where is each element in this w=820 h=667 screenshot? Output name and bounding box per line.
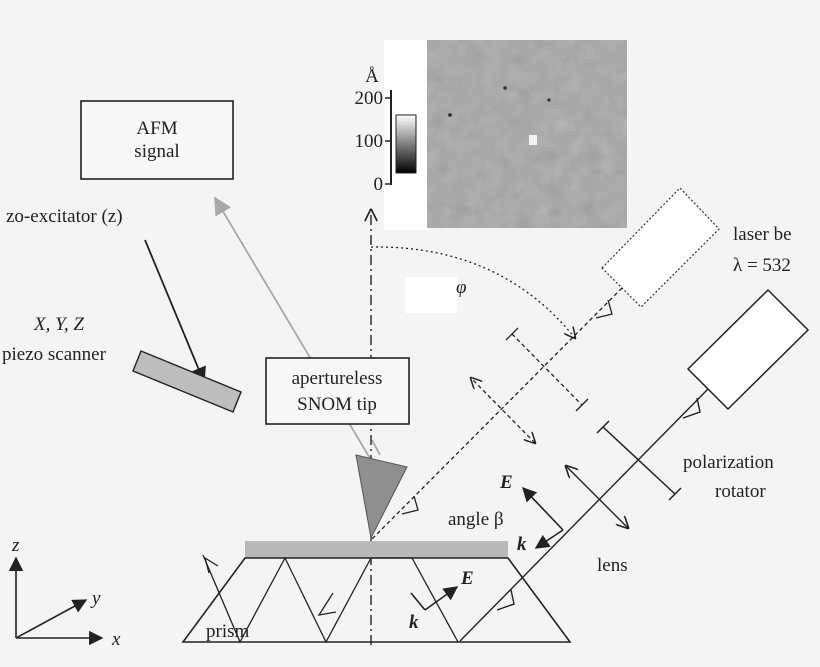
piezo-scanner-block bbox=[132, 350, 242, 413]
polarization-rotator bbox=[596, 420, 682, 501]
polarization-double-arrow bbox=[566, 466, 628, 528]
excitator-label: zo-excitator (z) bbox=[6, 206, 123, 227]
scale-unit: Å bbox=[365, 66, 379, 87]
tir-beam-path bbox=[202, 554, 459, 644]
laser-box bbox=[686, 288, 810, 411]
k-label-outer: k bbox=[517, 534, 527, 555]
tir-arrowhead bbox=[317, 592, 337, 616]
scale-tick-0: 0 bbox=[374, 174, 384, 195]
E-label-inner: E bbox=[460, 568, 474, 589]
angle-beta-label: angle β bbox=[448, 509, 504, 530]
tir-arrowhead bbox=[203, 556, 219, 574]
axis-z-label: z bbox=[11, 535, 20, 556]
phi-label: φ bbox=[456, 277, 467, 298]
snom-tip bbox=[355, 454, 408, 540]
incident-field-vectors bbox=[522, 486, 564, 549]
coordinate-axes bbox=[8, 556, 104, 646]
phi-label-box bbox=[405, 277, 457, 313]
laser-label-line2: λ = 532 bbox=[733, 255, 791, 276]
afm-box-title: AFM bbox=[136, 118, 177, 139]
afm-bright-feature bbox=[529, 135, 537, 145]
afm-signal-box: AFM signal bbox=[80, 100, 234, 180]
afm-dark-spot bbox=[547, 98, 551, 102]
internal-field-vectors bbox=[410, 586, 459, 611]
afm-image-texture bbox=[427, 40, 627, 228]
laser-dotted-box bbox=[601, 187, 720, 308]
scanner-label: piezo scanner bbox=[2, 344, 107, 365]
prism-label: prism bbox=[206, 621, 250, 642]
afm-image-panel: Å 200 100 0 bbox=[355, 40, 627, 230]
scale-tick-100: 100 bbox=[355, 131, 384, 152]
prism bbox=[181, 557, 572, 643]
tip-label-line2: SNOM tip bbox=[297, 394, 377, 415]
sample-layer bbox=[245, 541, 508, 558]
E-label-outer: E bbox=[499, 472, 513, 493]
afm-dark-spot bbox=[448, 113, 452, 117]
tip-label-box: apertureless SNOM tip bbox=[265, 357, 410, 425]
k-label-inner: k bbox=[409, 612, 419, 633]
dashed-beam-arrowhead bbox=[401, 495, 419, 515]
color-scale-bar bbox=[395, 114, 417, 174]
polarization-label-line2: rotator bbox=[715, 481, 766, 502]
excitator-arrow bbox=[144, 239, 206, 384]
afm-dark-spot bbox=[503, 86, 507, 90]
axis-y-label: y bbox=[90, 588, 101, 609]
tip-label-line1: apertureless bbox=[292, 368, 383, 389]
polarization-label-line1: polarization bbox=[683, 452, 774, 473]
laser-beam-arrowhead bbox=[682, 397, 701, 419]
laser-label-line1: laser be bbox=[733, 224, 792, 245]
scanner-label-axes: X, Y, Z bbox=[33, 314, 84, 335]
afm-box-subtitle: signal bbox=[134, 141, 179, 162]
dashed-beam-arrowhead bbox=[595, 299, 613, 319]
dashed-polarization-arrow bbox=[471, 378, 535, 443]
laser-beam-arrowhead bbox=[496, 589, 515, 611]
scale-tick-200: 200 bbox=[355, 88, 384, 109]
dashed-lens bbox=[505, 327, 589, 412]
axis-x-label: x bbox=[111, 629, 121, 650]
lens-label: lens bbox=[597, 555, 628, 576]
phi-angle-arc bbox=[370, 246, 575, 338]
